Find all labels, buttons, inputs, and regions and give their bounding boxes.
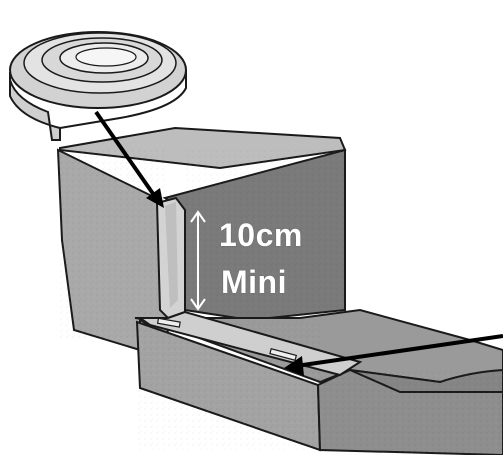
arrow-roll-to-corner	[94, 110, 158, 200]
height-label: 10cm	[219, 217, 303, 253]
upper-block	[56, 126, 347, 352]
pointer-arrows	[94, 110, 503, 376]
corner-tape	[136, 196, 363, 377]
tape-horizontal-strip	[136, 310, 363, 377]
minimum-label: Mini	[221, 264, 287, 300]
double-arrow-icon	[190, 210, 206, 311]
tape-roll-icon	[9, 31, 187, 141]
arrow-to-horizontal-tape	[295, 334, 503, 368]
